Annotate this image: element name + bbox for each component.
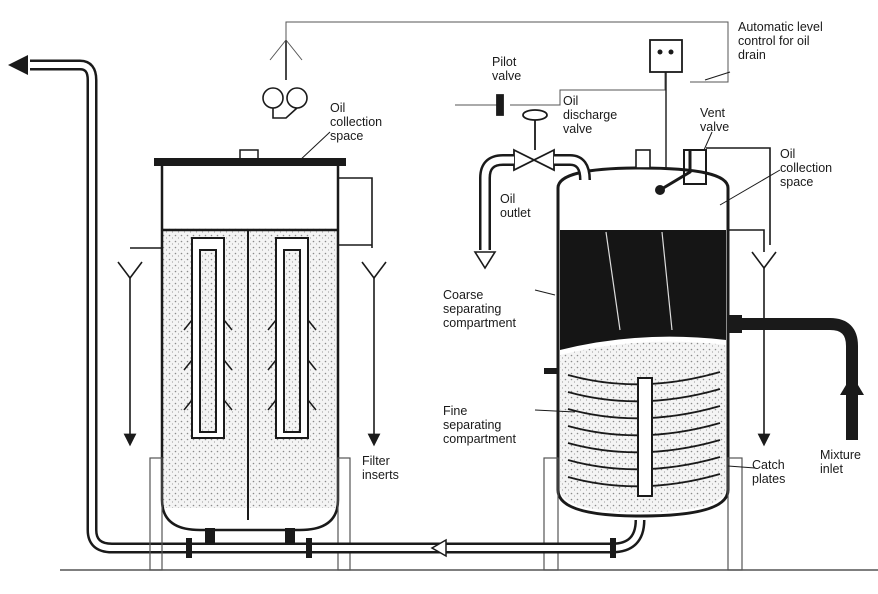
right-vessel <box>543 149 743 571</box>
filter-insert-left <box>183 237 233 439</box>
oil-outlet-pipe <box>479 154 591 250</box>
label-fine-separating-compartment: Fine separating compartment <box>443 404 516 446</box>
outlet-arrow-icon <box>8 55 28 75</box>
flow-arrow-icon <box>430 538 447 558</box>
pressure-gauge-icon <box>262 40 308 119</box>
label-oil-collection-space-right: Oil collection space <box>780 147 833 189</box>
drain-funnel-right-vessel <box>706 147 777 447</box>
label-mixture-inlet: Mixture inlet <box>820 448 861 476</box>
label-oil-discharge-valve: Oil discharge valve <box>563 94 618 136</box>
label-oil-outlet: Oil outlet <box>500 192 531 220</box>
label-automatic-level-control: Automatic level control for oil drain <box>738 20 823 62</box>
drain-funnel-right <box>338 177 387 447</box>
label-coarse-separating-compartment: Coarse separating compartment <box>443 288 516 330</box>
filter-insert-right <box>267 237 317 439</box>
leader-lines <box>297 71 781 469</box>
label-oil-collection-space-left: Oil collection space <box>330 101 383 143</box>
inlet-arrow-icon <box>840 375 864 440</box>
flange-icon <box>186 538 192 558</box>
oil-outlet-arrow-icon <box>473 251 497 270</box>
label-filter-inserts: Filter inserts <box>362 454 399 482</box>
label-catch-plates: Catch plates <box>752 458 786 486</box>
control-lines <box>269 21 729 106</box>
bottom-connection-pipe <box>200 519 646 554</box>
return-pipe <box>30 59 200 554</box>
drain-funnel-left <box>117 247 162 447</box>
pilot-valve-icon <box>496 94 548 150</box>
level-control-icon <box>649 39 683 170</box>
flange-icon <box>610 538 616 558</box>
flange-icon <box>306 538 312 558</box>
mixture-inlet-pipe <box>742 318 858 400</box>
label-vent-valve: Vent valve <box>700 106 730 134</box>
label-pilot-valve: Pilot valve <box>492 55 522 83</box>
left-vessel <box>149 149 351 571</box>
oil-discharge-valve-icon <box>513 148 555 172</box>
